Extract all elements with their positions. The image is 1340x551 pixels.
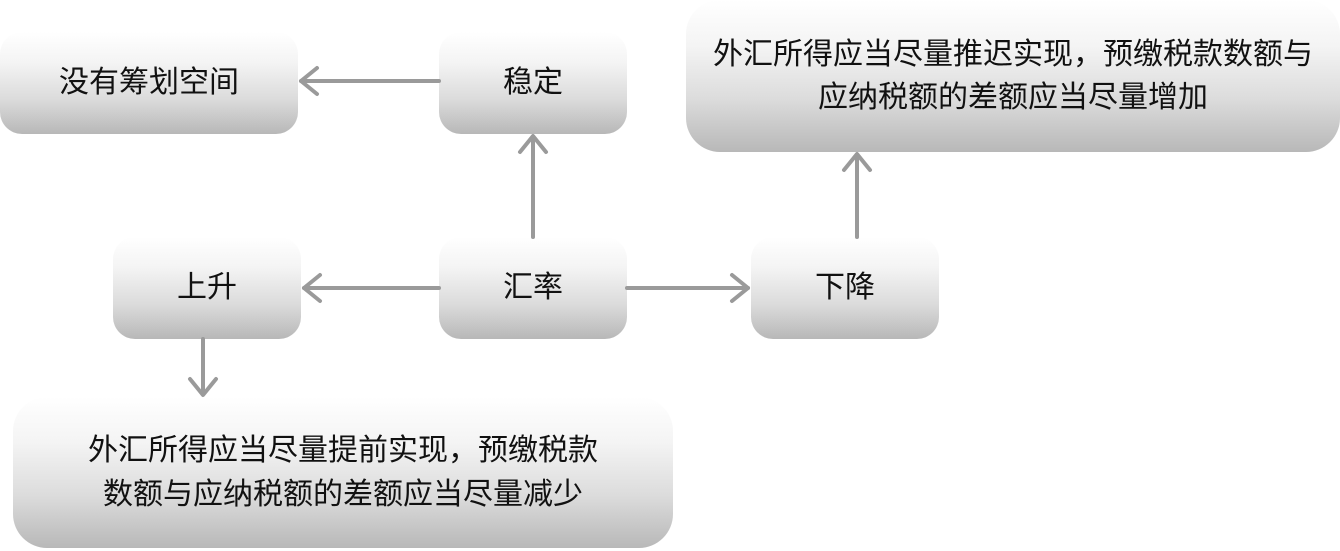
node-no-planning-space: 没有筹划空间 [0,32,298,134]
node-exchange-rate: 汇率 [439,237,627,339]
node-rise: 上升 [113,237,301,339]
node-rise-label: 上升 [177,270,237,306]
node-no-planning-space-label: 没有筹划空间 [59,65,239,101]
arrow-decline-to-strategy [842,152,872,239]
node-rise-strategy: 外汇所得应当尽量提前实现，预缴税款 数额与应纳税额的差额应当尽量减少 [13,397,673,548]
node-decline: 下降 [751,237,939,339]
node-rise-strategy-line-2: 数额与应纳税额的差额应当尽量减少 [103,476,583,512]
arrow-rate-to-stable [518,134,548,239]
node-rise-strategy-text: 外汇所得应当尽量提前实现，预缴税款 数额与应纳税额的差额应当尽量减少 [88,429,598,516]
arrow-rise-to-strategy [188,337,218,397]
node-stable: 稳定 [439,32,627,134]
node-decline-strategy: 外汇所得应当尽量推迟实现，预缴税款数额与 应纳税额的差额应当尽量增加 [686,0,1340,152]
node-decline-strategy-line-2: 应纳税额的差额应当尽量增加 [818,80,1208,115]
node-decline-label: 下降 [815,270,875,306]
node-decline-strategy-text: 外汇所得应当尽量推迟实现，预缴税款数额与 应纳税额的差额应当尽量增加 [713,33,1313,120]
node-stable-label: 稳定 [503,65,563,101]
node-exchange-rate-label: 汇率 [503,270,563,306]
arrow-stable-to-no-planning [299,66,441,96]
arrow-rate-to-decline [625,273,750,303]
node-rise-strategy-line-1: 外汇所得应当尽量提前实现，预缴税款 [88,433,598,468]
node-decline-strategy-line-1: 外汇所得应当尽量推迟实现，预缴税款数额与 [713,36,1313,72]
arrow-rate-to-rise [302,273,441,303]
